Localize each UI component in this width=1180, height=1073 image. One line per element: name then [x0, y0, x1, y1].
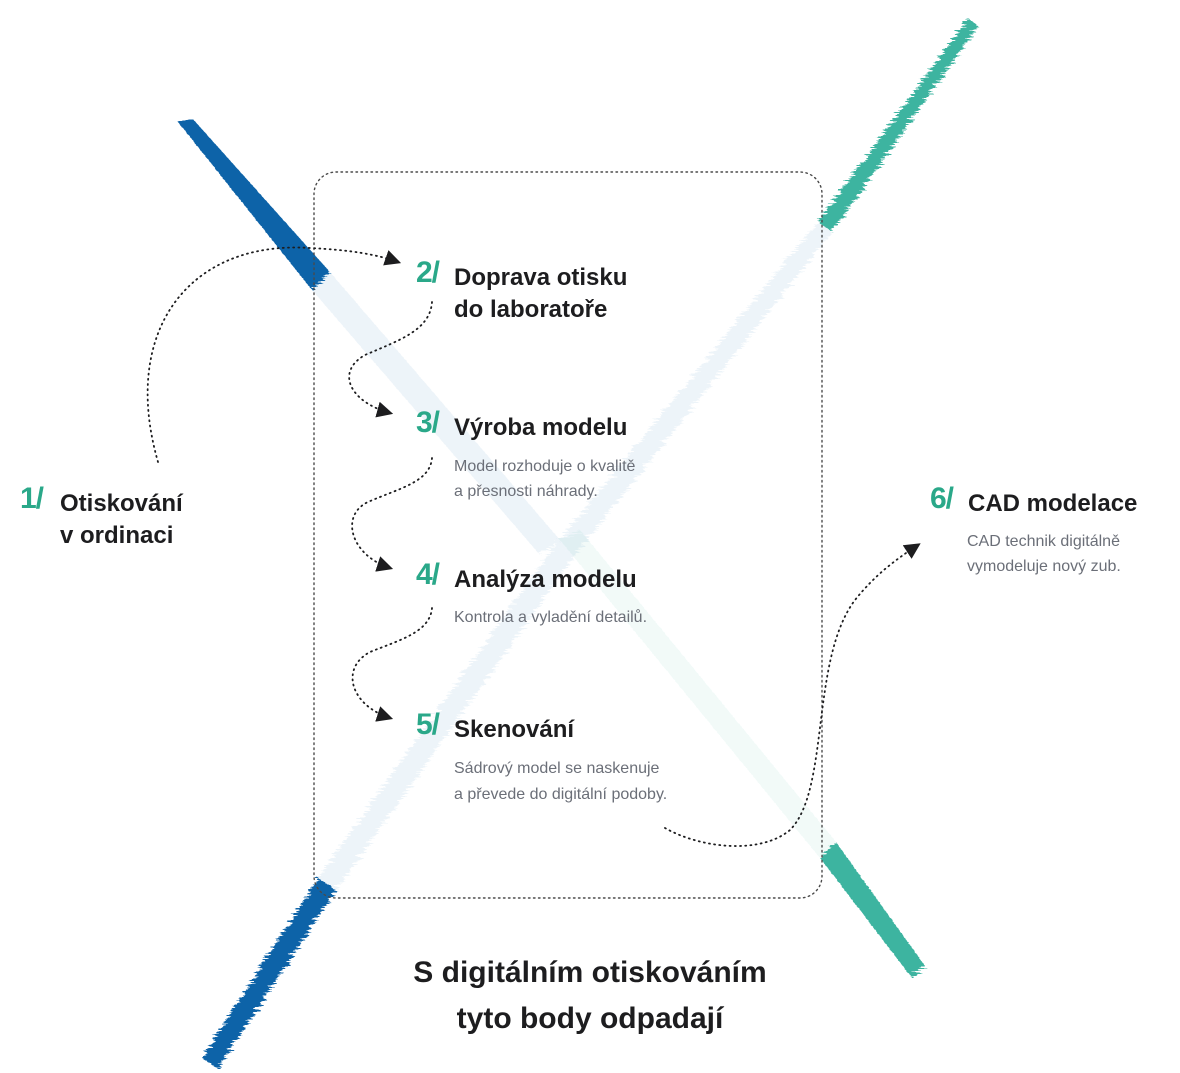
step-5-title: Skenování	[454, 716, 575, 743]
teal-brush-stroke	[560, 530, 925, 978]
step-4-number: 4/	[416, 558, 440, 591]
teal-brush-stroke-upper	[555, 18, 978, 555]
step-3-description-line-2: a přesnosti náhrady.	[454, 483, 598, 500]
connector-3-to-4	[351, 457, 433, 572]
step-1-title-line-1: Otiskování	[60, 490, 183, 517]
step-6-description-line-1: CAD technik digitálně	[967, 533, 1120, 550]
dotted-frame	[313, 171, 823, 899]
step-3-title: Výroba modelu	[454, 414, 628, 441]
step-6-title: CAD modelace	[968, 490, 1138, 517]
step-1-number: 1/	[20, 482, 44, 515]
step-2-number: 2/	[416, 256, 440, 289]
step-2-title-line-2: do laboratoře	[454, 296, 608, 323]
step-1-title-line-2: v ordinaci	[60, 522, 174, 549]
step-5-description-line-2: a převede do digitální podoby.	[454, 786, 668, 803]
step-4-title: Analýza modelu	[454, 566, 637, 593]
step-2-title-line-1: Doprava otisku	[454, 264, 628, 291]
blue-brush-stroke	[178, 118, 560, 555]
footer-caption-line-2: tyto body odpadají	[456, 1002, 724, 1035]
step-6-number: 6/	[930, 482, 954, 515]
connector-2-to-3	[348, 301, 433, 418]
connector-4-to-5	[351, 607, 433, 722]
step-3-number: 3/	[416, 406, 440, 439]
step-5-description-line-1: Sádrový model se naskenuje	[454, 760, 660, 777]
blue-brush-stroke-lower	[202, 545, 575, 1068]
step-6-description-line-2: vymodeluje nový zub.	[967, 558, 1121, 575]
step-3-description-line-1: Model rozhoduje o kvalitě	[454, 458, 636, 475]
footer-caption-line-1: S digitálním otiskováním	[413, 956, 767, 989]
footer-caption: S digitálním otiskováním tyto body odpad…	[0, 950, 1180, 1042]
step-5-number: 5/	[416, 708, 440, 741]
connector-5-to-6	[664, 543, 921, 847]
connector-1-to-2	[146, 246, 402, 463]
step-4-description-line-1: Kontrola a vyladění detailů.	[454, 609, 648, 626]
